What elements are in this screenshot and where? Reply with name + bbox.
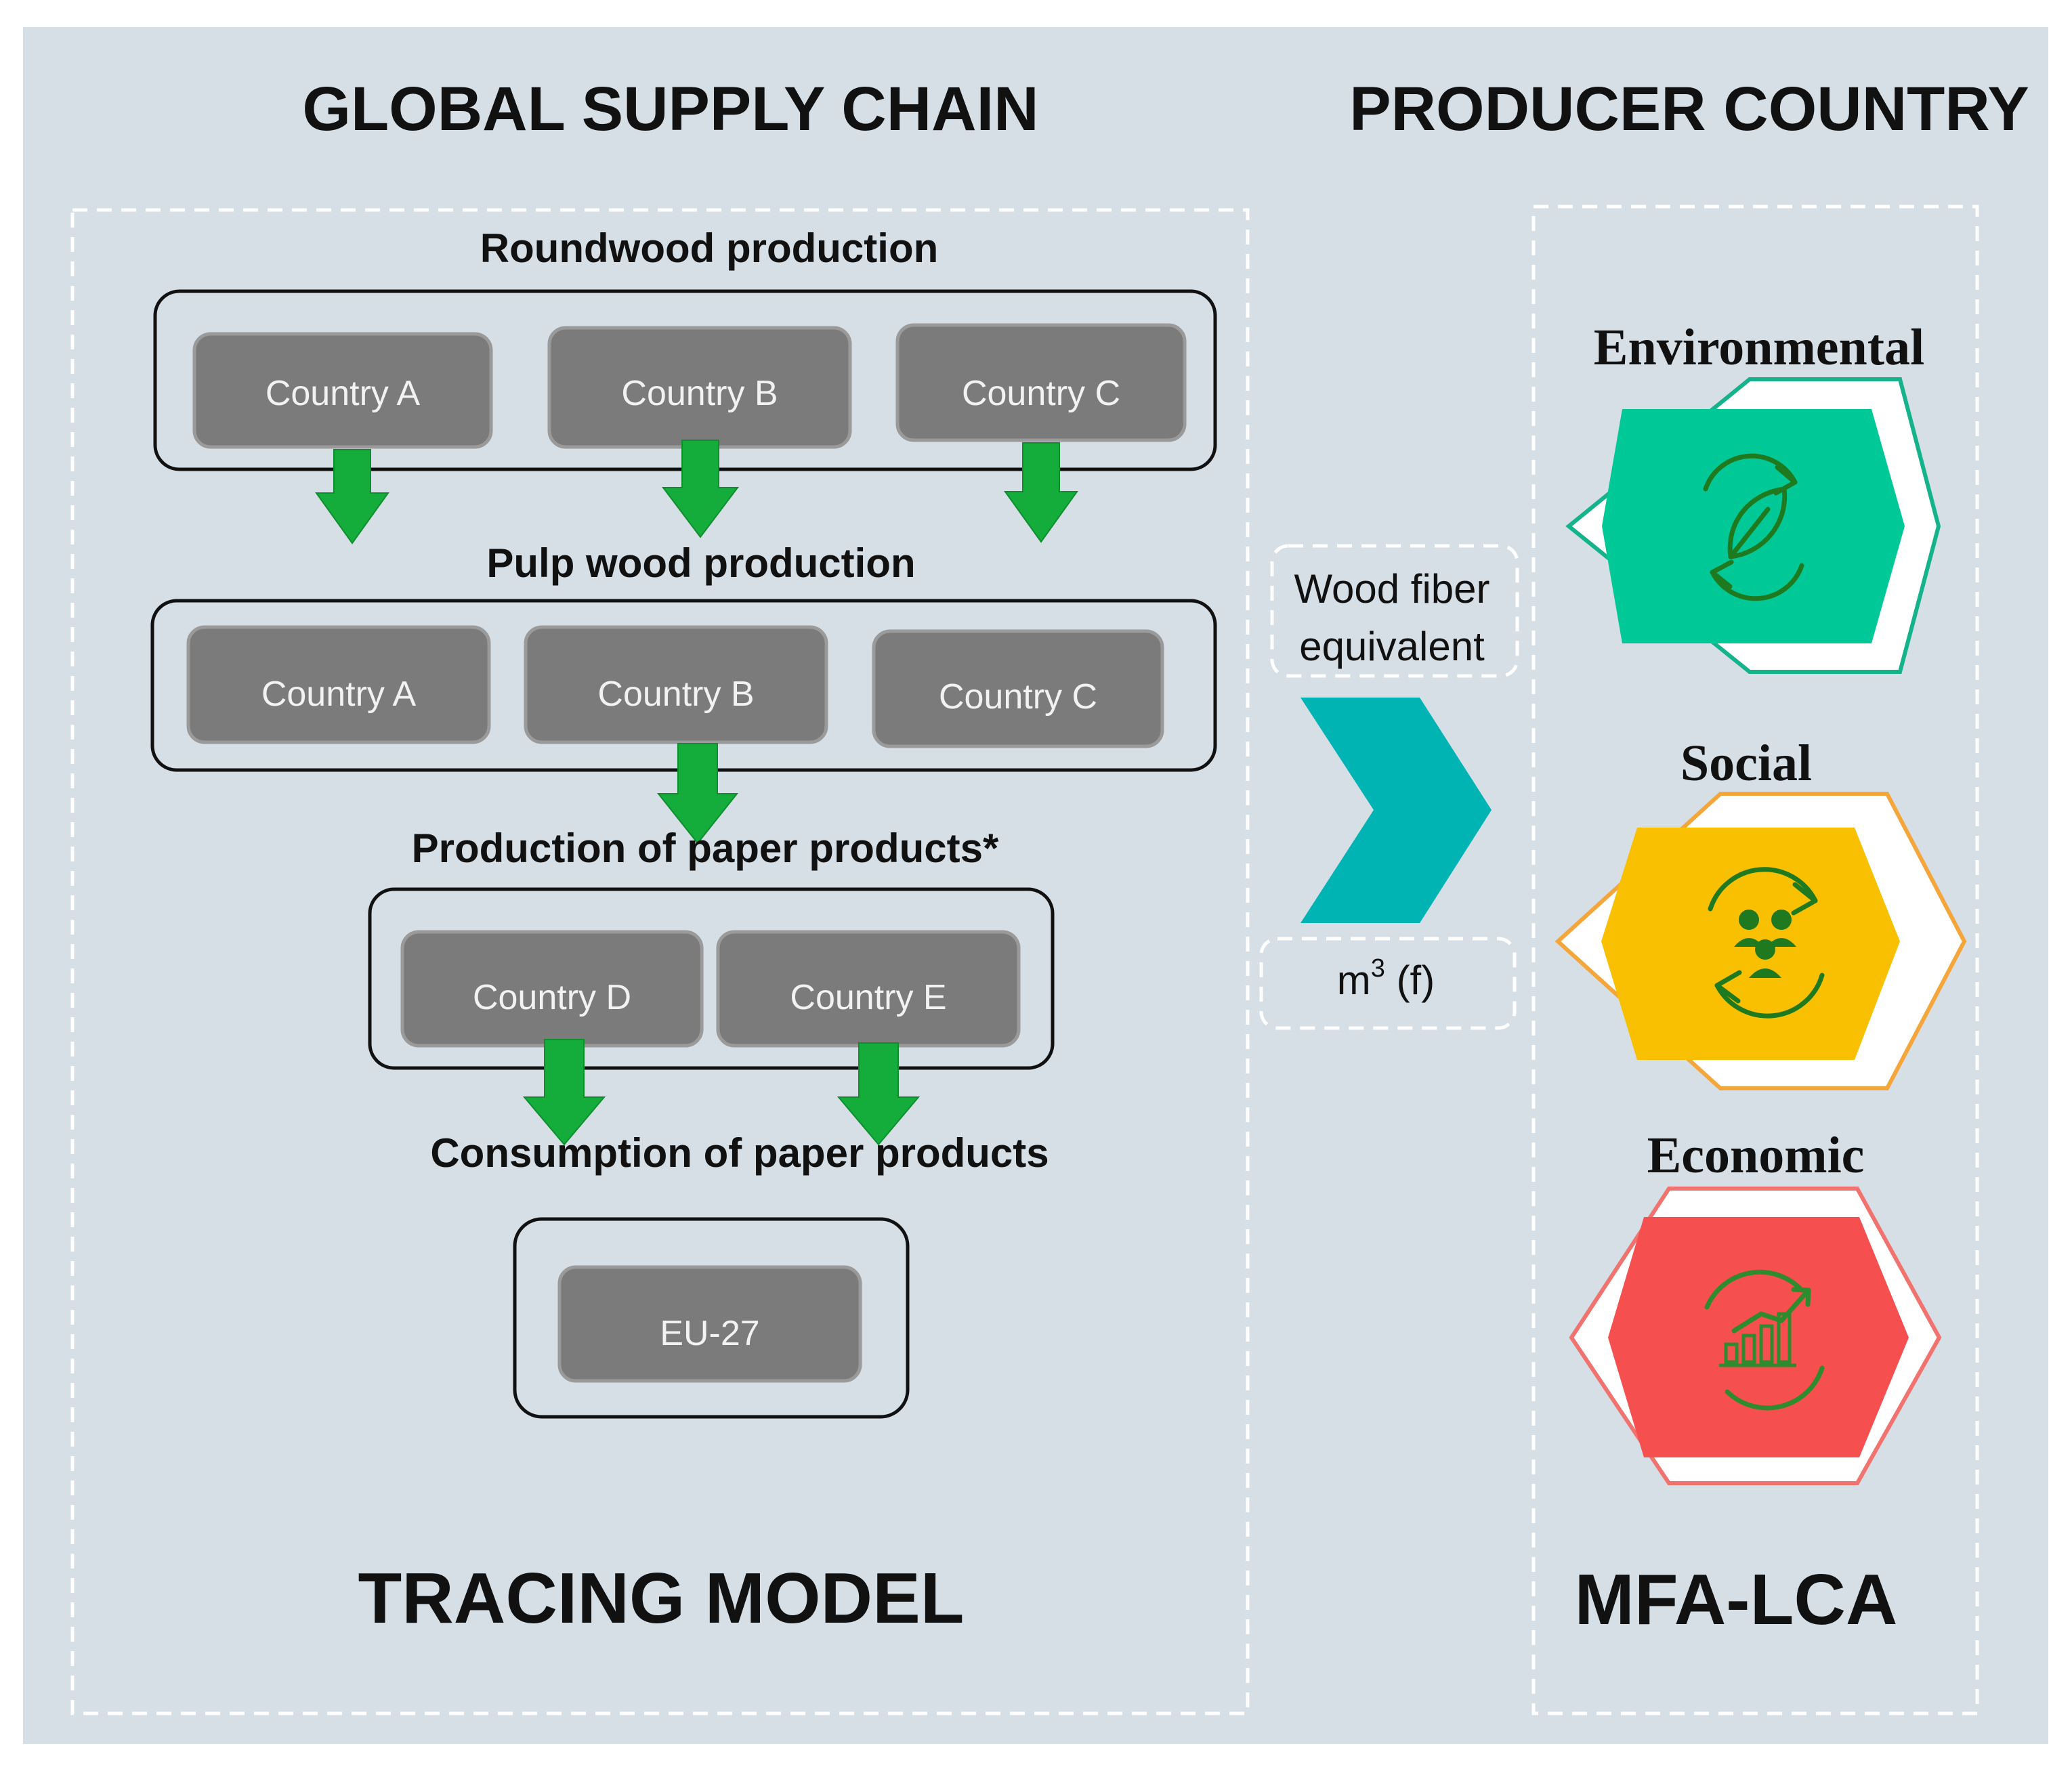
country-box-pulp-b: Country B: [524, 625, 828, 744]
growth-chart-icon: [1704, 1269, 1825, 1411]
unit-label-line2: equivalent: [1299, 624, 1485, 669]
flow-arrow-pulp-b: [656, 743, 739, 845]
pillar-label-environmental: Environmental: [1594, 319, 1924, 376]
country-box-eu27: EU-27: [557, 1265, 862, 1383]
country-box-roundwood-b: Country B: [547, 326, 852, 449]
unit-label-line1: Wood fiber: [1294, 566, 1489, 612]
country-box-roundwood-c: Country C: [895, 323, 1187, 442]
country-box-paper-d: Country D: [400, 930, 704, 1048]
header-global-supply-chain: GLOBAL SUPPLY CHAIN: [302, 74, 1038, 144]
country-label: Country A: [261, 675, 417, 714]
paper-production-group-frame: [368, 887, 1055, 1070]
unit-suffix: (f): [1385, 958, 1435, 1003]
unit-bottom-box: [1259, 937, 1517, 1030]
flow-arrow-roundwood-c: [1004, 442, 1078, 543]
country-box-paper-e: Country E: [716, 930, 1021, 1048]
flow-arrow-roundwood-a: [315, 449, 389, 545]
unit-top-box: [1270, 544, 1519, 678]
country-label: EU-27: [660, 1314, 759, 1353]
country-label: Country A: [266, 374, 421, 413]
pillar-hexagon-economic: [1569, 1187, 1942, 1485]
flow-arrow-paper-e: [837, 1042, 921, 1146]
people-cycle-icon: [1708, 867, 1825, 1019]
pillar-label-social: Social: [1680, 735, 1812, 792]
pillar-hexagon-social: [1555, 792, 1967, 1090]
country-box-pulp-a: Country A: [186, 625, 491, 744]
country-label: Country B: [621, 374, 778, 413]
country-label: Country B: [597, 675, 754, 714]
unit-superscript: 3: [1371, 954, 1385, 983]
country-label: Country C: [962, 374, 1120, 413]
tracing-model-panel: [70, 208, 1250, 1715]
leaf-cycle-icon: [1703, 453, 1804, 601]
footer-tracing-model: TRACING MODEL: [358, 1558, 964, 1638]
consumption-group-frame: [513, 1217, 910, 1419]
stage-title-roundwood: Roundwood production: [480, 226, 939, 271]
transfer-chevron-icon: [1301, 698, 1492, 923]
stage-title-pulp-wood: Pulp wood production: [486, 540, 915, 586]
flow-arrow-paper-d: [522, 1039, 606, 1146]
pillar-label-economic: Economic: [1647, 1127, 1865, 1184]
country-label: Country C: [939, 677, 1097, 717]
unit-bottom-label: m3 (f): [1337, 954, 1435, 1003]
country-box-roundwood-a: Country A: [192, 332, 493, 449]
hexagon-fill: [1608, 1217, 1909, 1457]
country-label: Country E: [790, 978, 946, 1017]
unit-base: m: [1337, 958, 1371, 1003]
stage-title-consumption: Consumption of paper products: [430, 1130, 1049, 1176]
footer-mfa-lca: MFA-LCA: [1575, 1560, 1898, 1640]
mfa-lca-panel: [1531, 205, 1979, 1715]
country-label: Country D: [473, 978, 631, 1017]
pillar-hexagon-environmental: [1565, 377, 1941, 674]
header-producer-country: PRODUCER COUNTRY: [1349, 74, 2029, 144]
country-box-pulp-c: Country C: [872, 629, 1164, 748]
stage-title-paper-production: Production of paper products*: [412, 826, 999, 871]
flow-arrow-roundwood-b: [661, 440, 740, 538]
